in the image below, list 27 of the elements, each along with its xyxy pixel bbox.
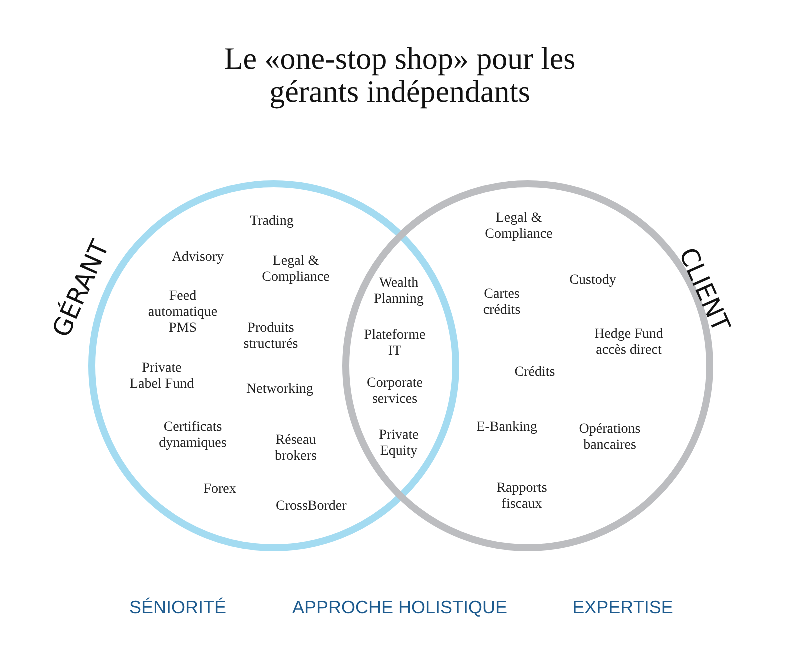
- service-label: Corporate services: [366, 376, 424, 408]
- service-label: Certificats dynamiques: [158, 420, 228, 452]
- service-label: Rapports fiscaux: [496, 481, 548, 513]
- diagram-title: Le «one-stop shop» pour les gérants indépendants: [223, 42, 577, 108]
- service-label: Private Label Fund: [128, 361, 196, 393]
- service-label: Wealth Planning: [373, 276, 425, 308]
- service-label: Hedge Fund accès direct: [594, 327, 664, 359]
- service-label: Legal & Compliance: [261, 254, 331, 286]
- service-label: Produits structurés: [242, 321, 300, 353]
- service-label: Feed automatique PMS: [148, 289, 218, 337]
- service-label: Cartes crédits: [482, 287, 522, 319]
- service-label: Crédits: [514, 365, 556, 381]
- service-label: CrossBorder: [276, 499, 346, 515]
- pillar-label: EXPERTISE: [572, 598, 674, 618]
- service-label: Legal & Compliance: [484, 211, 554, 243]
- service-label: Réseau brokers: [274, 433, 318, 465]
- service-label: Plateforme IT: [363, 328, 427, 360]
- service-label: Trading: [250, 214, 294, 230]
- service-label: Forex: [204, 482, 236, 498]
- service-label: Networking: [246, 382, 314, 398]
- pillar-label: APPROCHE HOLISTIQUE: [292, 598, 508, 618]
- service-label: Opérations bancaires: [578, 422, 642, 454]
- service-label: Custody: [570, 273, 616, 289]
- service-label: Advisory: [172, 250, 224, 266]
- service-label: Private Equity: [378, 428, 420, 460]
- pillar-label: SÉNIORITÉ: [130, 598, 226, 618]
- service-label: E-Banking: [476, 420, 538, 436]
